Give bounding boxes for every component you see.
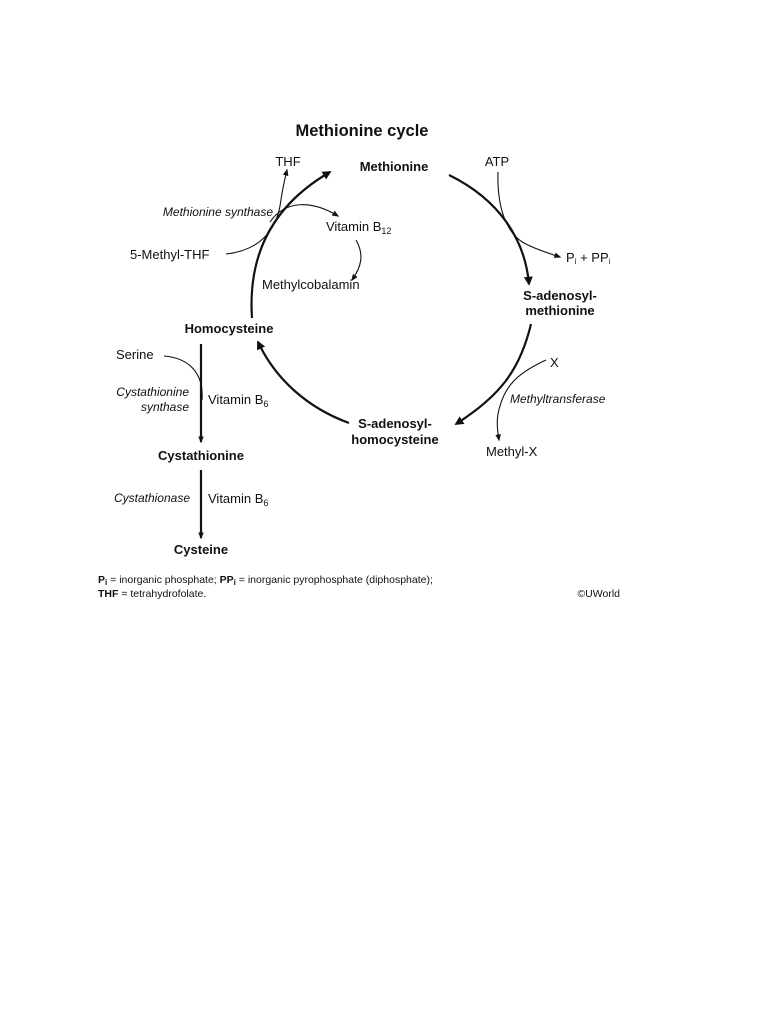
- label-methylcobalamin: Methylcobalamin: [262, 277, 360, 292]
- enzyme-cystathionine-synthase-line2: synthase: [141, 400, 189, 414]
- node-methionine: Methionine: [360, 159, 429, 174]
- node-sam-line1: S-adenosyl-: [523, 288, 597, 303]
- label-x: X: [550, 355, 559, 370]
- enzyme-methionine-synthase: Methionine synthase: [163, 205, 273, 219]
- node-cystathionine: Cystathionine: [158, 448, 244, 463]
- arrow-methylthf-to-thf: [225, 168, 289, 255]
- arrow-methionine-to-sam: [448, 174, 533, 286]
- enzyme-cystathionase: Cystathionase: [114, 491, 190, 505]
- label-thf: THF: [275, 154, 300, 169]
- label-methyl-x: Methyl-X: [486, 444, 538, 459]
- node-sam-line2: methionine: [525, 303, 594, 318]
- arrow-vitamin-b12-to-methylcobalamin: [351, 239, 362, 282]
- arrow-serine: [163, 355, 203, 401]
- arrow-sam-to-sah: [454, 323, 533, 425]
- node-sah-line2: homocysteine: [351, 432, 438, 447]
- enzyme-methyltransferase: Methyltransferase: [510, 392, 606, 406]
- node-cysteine: Cysteine: [174, 542, 228, 557]
- enzyme-cystathionine-synthase-line1: Cystathionine: [116, 385, 189, 399]
- arrow-homocysteine-to-methionine: [250, 171, 332, 319]
- node-homocysteine: Homocysteine: [185, 321, 274, 336]
- diagram-title: Methionine cycle: [296, 122, 429, 140]
- arrow-sah-to-homocysteine: [257, 340, 350, 425]
- footnote-line2: THF = tetrahydrofolate.: [98, 588, 206, 600]
- node-sah-line1: S-adenosyl-: [358, 416, 432, 431]
- label-vitamin-b6-2: Vitamin B6: [208, 491, 268, 508]
- copyright-label: ©UWorld: [577, 588, 620, 600]
- label-vitamin-b12: Vitamin B12: [326, 219, 391, 236]
- label-atp: ATP: [485, 154, 509, 169]
- arrow-x-to-methyl-x: [495, 359, 547, 442]
- label-serine: Serine: [116, 347, 154, 362]
- label-vitamin-b6-1: Vitamin B6: [208, 392, 268, 409]
- label-5-methyl-thf: 5-Methyl-THF: [130, 247, 210, 262]
- label-pi-ppi: Pi + PPi: [566, 250, 611, 266]
- footnote-line1: Pi = inorganic phosphate; PPi = inorgani…: [98, 574, 433, 587]
- arrow-to-vitamin-b12: [269, 204, 340, 223]
- arrow-atp-to-pi-ppi: [497, 171, 562, 258]
